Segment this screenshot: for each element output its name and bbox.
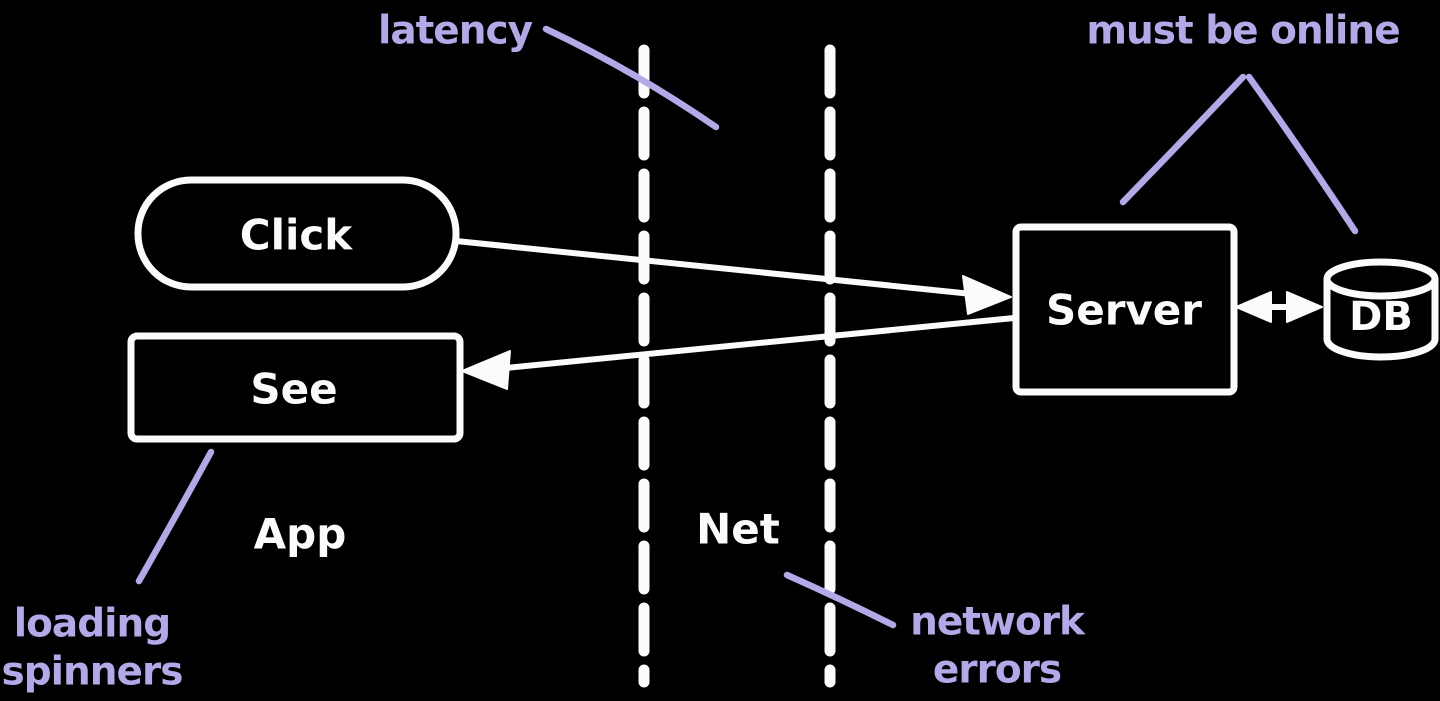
server-node-label: Server [1045, 285, 1203, 335]
network-errors-pointer-line [783, 571, 897, 629]
loading-spinners-line2: spinners [1, 649, 184, 694]
must-be-online-annotation: must be online [1086, 8, 1400, 54]
server-to-see-arrow-shaft [502, 315, 1017, 371]
net-zone-label: Net [696, 504, 780, 554]
network-errors-annotation: network errors [910, 598, 1085, 693]
see-node-label: See [250, 364, 338, 414]
click-node-label: Click [239, 210, 353, 260]
click-node-shape [134, 176, 460, 291]
must-be-online-pointer-left-line [1119, 73, 1247, 206]
click-to-server-arrowhead-icon [962, 275, 1012, 315]
latency-annotation: latency [377, 8, 533, 54]
server-to-see-arrowhead-icon [461, 350, 511, 390]
db-cylinder-top [1323, 258, 1439, 300]
server-db-arrowhead-right-icon [1286, 291, 1323, 323]
latency-pointer-line [542, 25, 720, 131]
loading-spinners-line1: loading [13, 601, 171, 647]
must-be-online-pointer-right-line [1245, 73, 1359, 235]
see-node-shape [127, 332, 464, 443]
db-cylinder-body [1323, 275, 1439, 361]
network-errors-line2: errors [932, 647, 1062, 692]
network-errors-line1: network [910, 599, 1085, 645]
db-node-label: DB [1349, 294, 1413, 340]
loading-spinners-annotation: loading spinners [1, 600, 184, 695]
server-db-arrowhead-left-icon [1235, 291, 1272, 323]
loading-spinners-pointer-line [135, 448, 215, 585]
app-zone-label: App [253, 509, 347, 559]
click-to-server-arrow-shaft [453, 238, 975, 297]
server-node-shape [1012, 223, 1238, 396]
